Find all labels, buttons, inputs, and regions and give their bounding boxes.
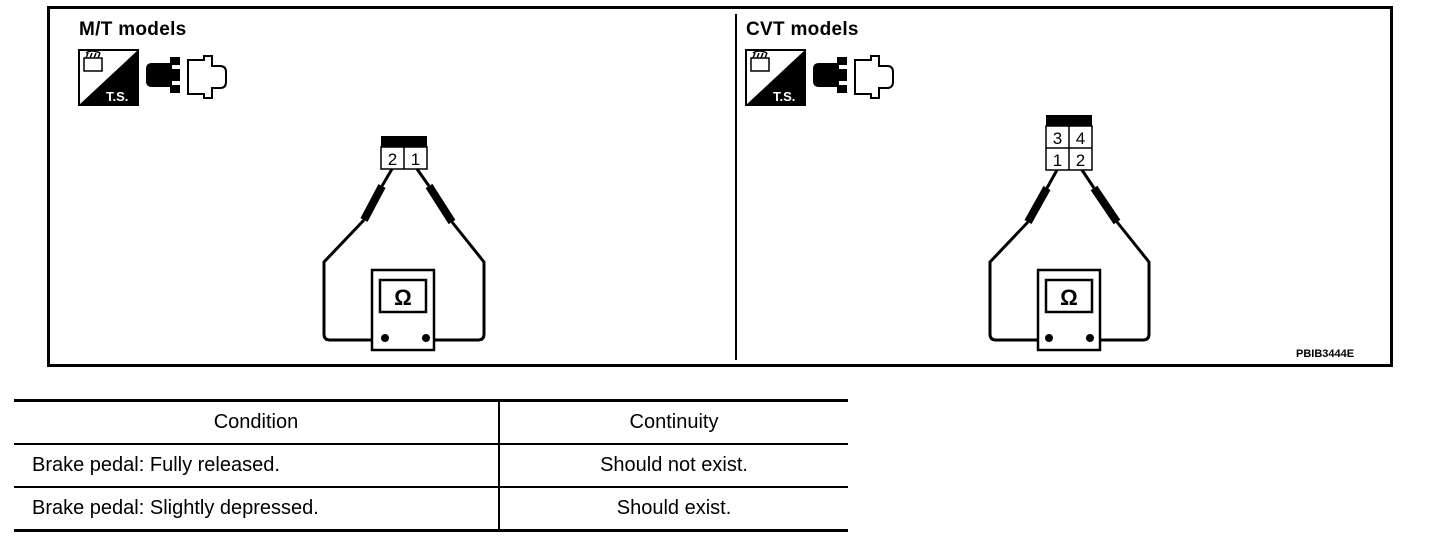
mt-pin-1: 1 [411, 150, 420, 169]
mt-harness-connector-icon [146, 55, 227, 99]
panel-divider [735, 14, 737, 360]
mt-ts-icon-label: T.S. [106, 89, 128, 104]
cvt-ohmmeter: Ω [1036, 268, 1102, 352]
mt-connector: 2 1 [380, 136, 428, 170]
cell-continuity: Should not exist. [498, 444, 848, 487]
table-header-row: Condition Continuity [14, 400, 848, 444]
mt-ohmmeter: Ω [370, 268, 436, 352]
cell-condition: Brake pedal: Fully released. [32, 454, 280, 476]
figure-code: PBIB3444E [1296, 348, 1355, 360]
cvt-harness-connector-icon [813, 55, 894, 99]
mt-ts-icon: T.S. [78, 49, 139, 106]
diagram-drawing: T.S. 2 1 Ω T.S. [78, 49, 1151, 352]
cvt-panel-title: CVT models [746, 19, 859, 40]
diagram-frame [47, 6, 1393, 367]
cell-continuity: Should exist. [498, 487, 848, 531]
cvt-pin-4: 4 [1076, 129, 1085, 148]
mt-probe-wires [322, 168, 486, 342]
table-row: Brake pedal: Slightly depressed. Should … [14, 487, 848, 531]
cvt-probe-wires [988, 169, 1151, 342]
cvt-pin-2: 2 [1076, 151, 1085, 170]
header-condition: Condition [213, 411, 299, 433]
cvt-ohm-symbol: Ω [1060, 285, 1078, 310]
cvt-ts-icon: T.S. [745, 49, 806, 106]
header-continuity: Continuity [498, 400, 848, 444]
cvt-connector: 3 4 1 2 [1045, 115, 1093, 171]
cvt-pin-1: 1 [1053, 151, 1062, 170]
table-row: Brake pedal: Fully released. Should not … [14, 444, 848, 487]
cvt-pin-3: 3 [1053, 129, 1062, 148]
mt-panel-title: M/T models [79, 19, 187, 40]
continuity-table: Condition Continuity Brake pedal: Fully … [14, 399, 848, 532]
cvt-ts-icon-label: T.S. [773, 89, 795, 104]
mt-ohm-symbol: Ω [394, 285, 412, 310]
mt-pin-2: 2 [388, 150, 397, 169]
cell-condition: Brake pedal: Slightly depressed. [32, 497, 319, 519]
